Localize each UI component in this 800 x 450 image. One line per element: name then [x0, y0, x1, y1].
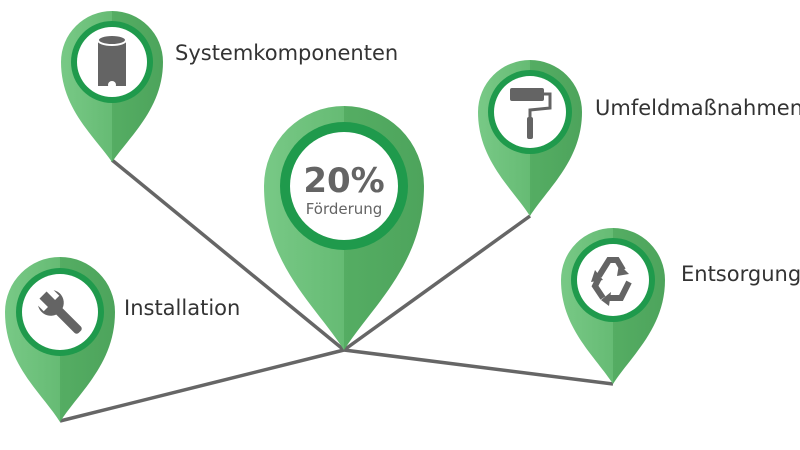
wrench-icon	[38, 290, 82, 334]
pin-umfeldmassnahmen	[478, 60, 582, 216]
pin-installation	[4, 256, 115, 422]
label-umfeldmassnahmen: Umfeldmaßnahmen	[595, 96, 800, 120]
recycle-icon	[591, 257, 632, 306]
label-systemkomponenten: Systemkomponenten	[175, 41, 399, 65]
paint-roller-icon	[510, 88, 552, 139]
line-systemkomponenten	[110, 158, 346, 352]
cylinder-tank-icon	[97, 34, 127, 89]
line-installation	[59, 348, 345, 423]
caption-text: Förderung	[306, 200, 383, 218]
connector-lines	[59, 158, 614, 423]
pin-systemkomponenten	[61, 11, 163, 162]
pin-center-foerderung: 20% Förderung	[264, 106, 424, 350]
percent-text: 20%	[303, 161, 384, 201]
label-installation: Installation	[124, 296, 241, 320]
line-umfeldmassnahmen	[342, 214, 532, 352]
line-entsorgung	[343, 348, 614, 386]
pin-entsorgung	[561, 228, 665, 384]
label-entsorgung: Entsorgung	[681, 262, 800, 286]
